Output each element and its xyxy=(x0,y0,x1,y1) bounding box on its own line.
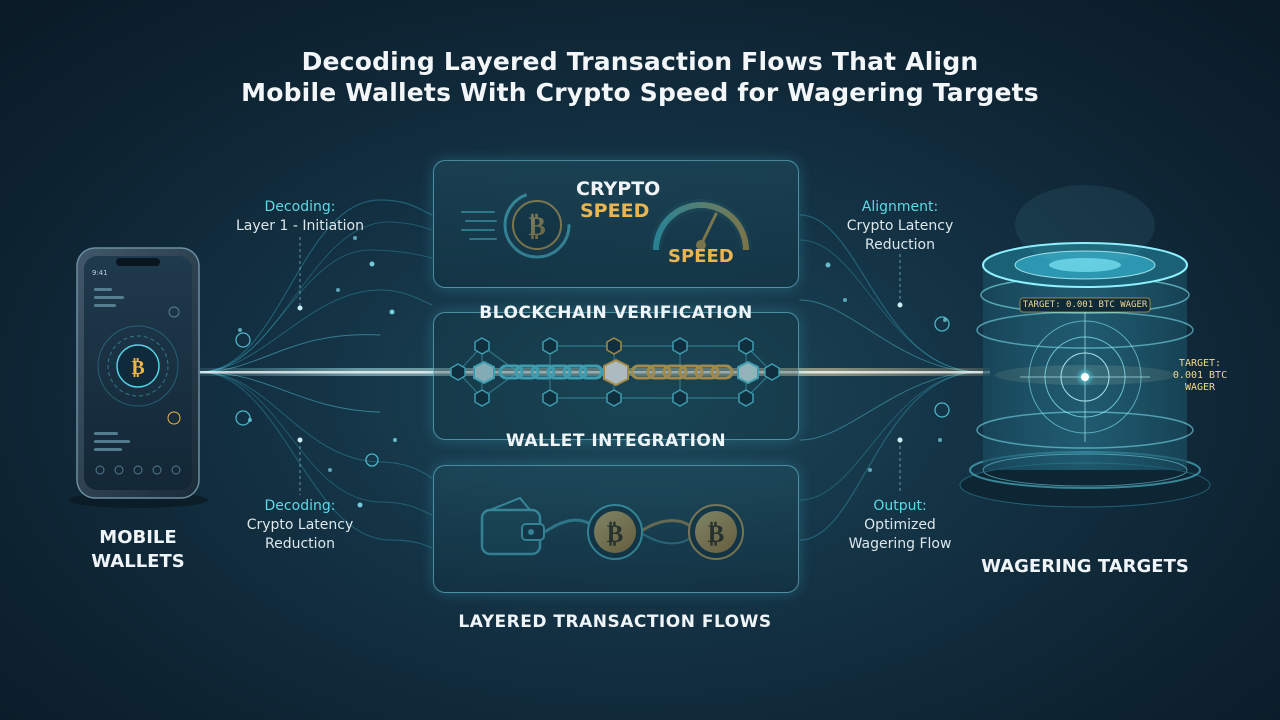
wallet-integration-label: WALLET INTEGRATION xyxy=(505,431,727,451)
layered-transaction-flows-label: LAYERED TRANSACTION FLOWS xyxy=(458,612,772,632)
target-side-tag: TARGET: 0.001 BTC WAGER xyxy=(1160,358,1240,394)
speedometer-label: SPEED xyxy=(668,246,734,267)
crypto-speed-title-crypto: CRYPTO xyxy=(576,178,661,200)
page-title-line-2: Mobile Wallets With Crypto Speed for Wag… xyxy=(241,78,1039,107)
target-side-tag-line1: TARGET: xyxy=(1178,358,1222,369)
layered-flows-panel xyxy=(433,465,799,593)
svg-text:9:41: 9:41 xyxy=(92,269,108,277)
annotation-body: Wagering Flow xyxy=(848,536,952,552)
blockchain-panel xyxy=(433,312,799,440)
connector-dots xyxy=(297,302,903,443)
annotation-decoding-latency: Decoding: Crypto Latency Reduction xyxy=(210,497,390,554)
annotation-head: Decoding: xyxy=(264,199,336,215)
chain-link-icon xyxy=(498,364,734,380)
annotation-body: Reduction xyxy=(865,237,935,253)
annotation-body: Layer 1 - Initiation xyxy=(235,218,364,234)
blockchain-network xyxy=(450,337,780,407)
target-icon xyxy=(959,185,1211,508)
annotation-body: Optimized xyxy=(864,517,936,533)
target-side-tag-line3: WAGER xyxy=(1184,382,1216,393)
smartphone-icon: 9:41 ₿ xyxy=(68,247,208,508)
page-title-line-1: Decoding Layered Transaction Flows That … xyxy=(301,47,979,76)
annotation-head: Output: xyxy=(873,498,927,514)
target-band-tag: TARGET: 0.001 BTC WAGER xyxy=(1022,300,1148,310)
annotation-alignment: Alignment: Crypto Latency Reduction xyxy=(810,198,990,255)
mobile-wallets-label-line2: WALLETS xyxy=(91,551,185,572)
svg-text:₿: ₿ xyxy=(131,355,144,379)
crypto-speed-title-speed: SPEED xyxy=(580,200,650,222)
mobile-wallets-label: MOBILE WALLETS xyxy=(70,526,206,574)
annotation-head: Decoding: xyxy=(264,498,336,514)
crypto-speed-panel xyxy=(433,160,799,288)
annotation-body: Crypto Latency xyxy=(846,218,954,234)
annotation-decoding-initiation: Decoding: Layer 1 - Initiation xyxy=(210,198,390,236)
annotation-body: Crypto Latency xyxy=(246,517,354,533)
blockchain-verification-label: BLOCKCHAIN VERIFICATION xyxy=(479,303,753,323)
mobile-wallets-label-line1: MOBILE xyxy=(99,527,177,548)
annotation-connectors xyxy=(299,237,901,495)
annotation-head: Alignment: xyxy=(861,199,939,215)
particle-dots xyxy=(238,236,947,508)
annotation-body: Reduction xyxy=(265,536,335,552)
flow-node-icons xyxy=(235,316,950,467)
wagering-targets-label: WAGERING TARGETS xyxy=(981,556,1189,577)
target-side-tag-line2: 0.001 BTC xyxy=(1172,370,1228,381)
annotation-output: Output: Optimized Wagering Flow xyxy=(810,497,990,554)
